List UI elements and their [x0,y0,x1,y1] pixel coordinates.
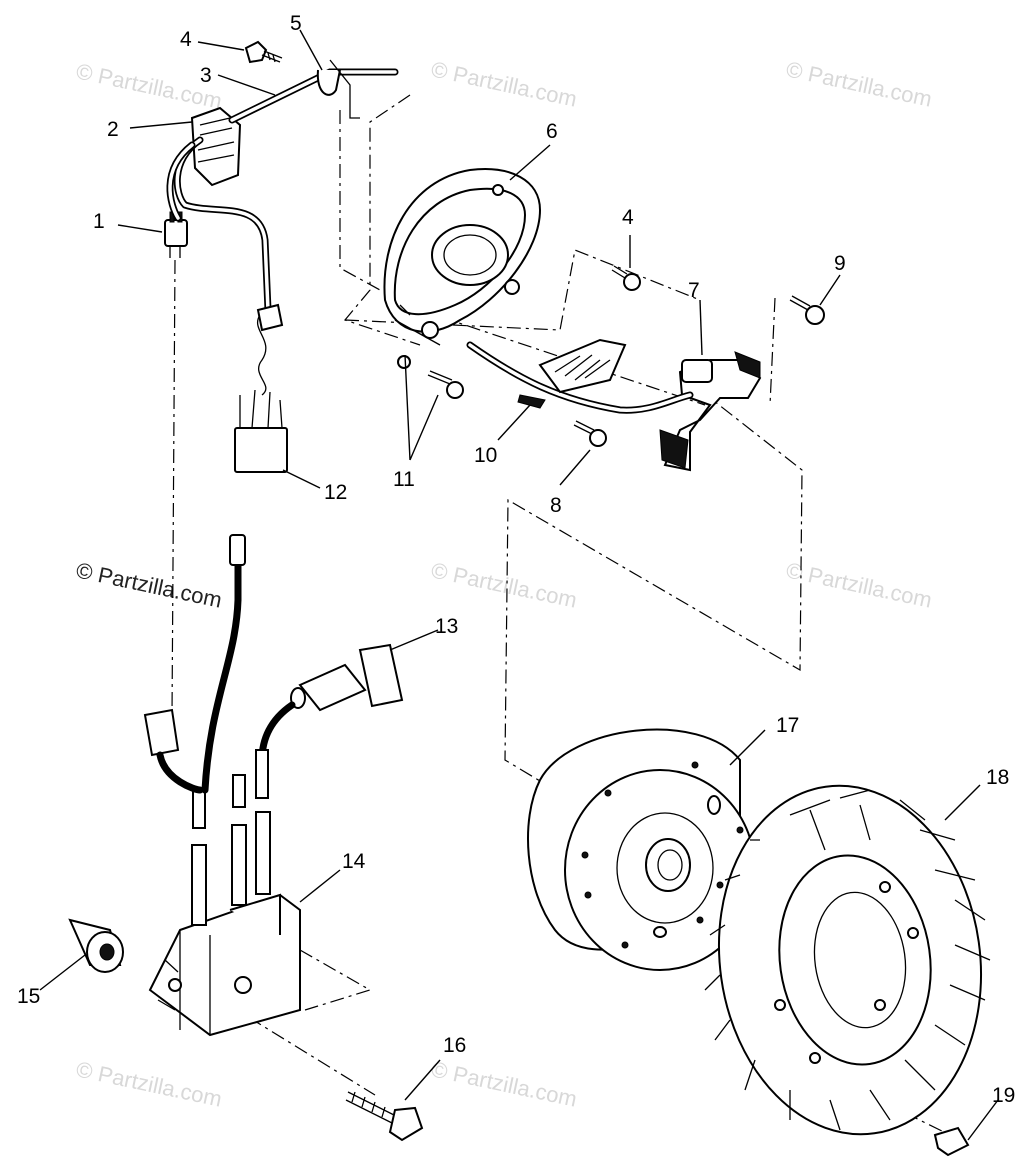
part-16-bolt [345,1091,424,1142]
callout-12: 12 [324,481,347,504]
callout-7: 7 [688,279,700,302]
part-13-spark-plug-cap [258,643,404,764]
callout-11: 11 [393,468,415,491]
watermark-mid-left: © Partzilla.com [74,557,224,612]
part-14-ignition-coil [143,534,301,1037]
part-9-bolt [789,295,825,325]
callout-1: 1 [93,210,105,233]
part-10-exciter-coil [517,338,627,409]
part-17-flywheel [527,728,756,971]
part-15-bushing [68,918,124,973]
callout-9: 9 [834,252,846,275]
callout-16: 16 [443,1034,466,1057]
watermark-top-right: © Partzilla.com [784,56,934,111]
callout-10: 10 [474,444,497,467]
callout-4-mid: 4 [622,206,634,229]
watermark-bottom-center: © Partzilla.com [429,1056,579,1111]
callout-15: 15 [17,985,40,1008]
wire-harness [166,136,272,314]
callout-5: 5 [290,12,302,35]
callout-3: 3 [200,64,212,87]
watermark-mid-right: © Partzilla.com [784,557,934,612]
part-4-bolt-mid [611,265,641,291]
leader-lines [39,29,999,1141]
part-19-screw [933,1126,970,1157]
callout-17: 17 [776,714,799,737]
callout-14: 14 [342,850,366,873]
part-6-stator-plate [383,168,542,346]
callout-4-top: 4 [180,28,192,51]
part-12-connector [234,303,288,473]
part-2-grommet [190,106,242,187]
part-18-cooling-fan [704,784,991,1136]
callout-labels: 1 2 3 4 5 6 4 7 9 11 10 8 12 13 17 18 14… [17,12,1015,1107]
watermark-top-center: © Partzilla.com [429,56,579,111]
callout-6: 6 [546,120,558,143]
callout-2: 2 [107,118,119,141]
part-5-clamp [316,59,360,119]
watermark-bottom-left: © Partzilla.com [74,1056,224,1111]
callout-19: 19 [992,1084,1015,1107]
watermark-mid-center: © Partzilla.com [429,557,579,612]
part-7-pulser-coil [466,341,762,472]
part-11-screw-washer [397,355,464,399]
callout-18: 18 [986,766,1009,789]
callout-13: 13 [435,615,458,638]
callout-8: 8 [550,494,562,517]
part-4-bolt-top [244,40,283,64]
part-8-screw [573,420,607,447]
part-3-wire-lead [228,68,399,124]
